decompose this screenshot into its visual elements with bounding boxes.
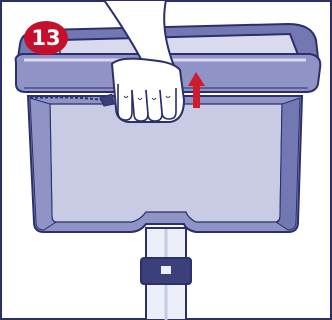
step-number-badge: 13 (24, 21, 68, 55)
stand-pole (141, 228, 191, 320)
